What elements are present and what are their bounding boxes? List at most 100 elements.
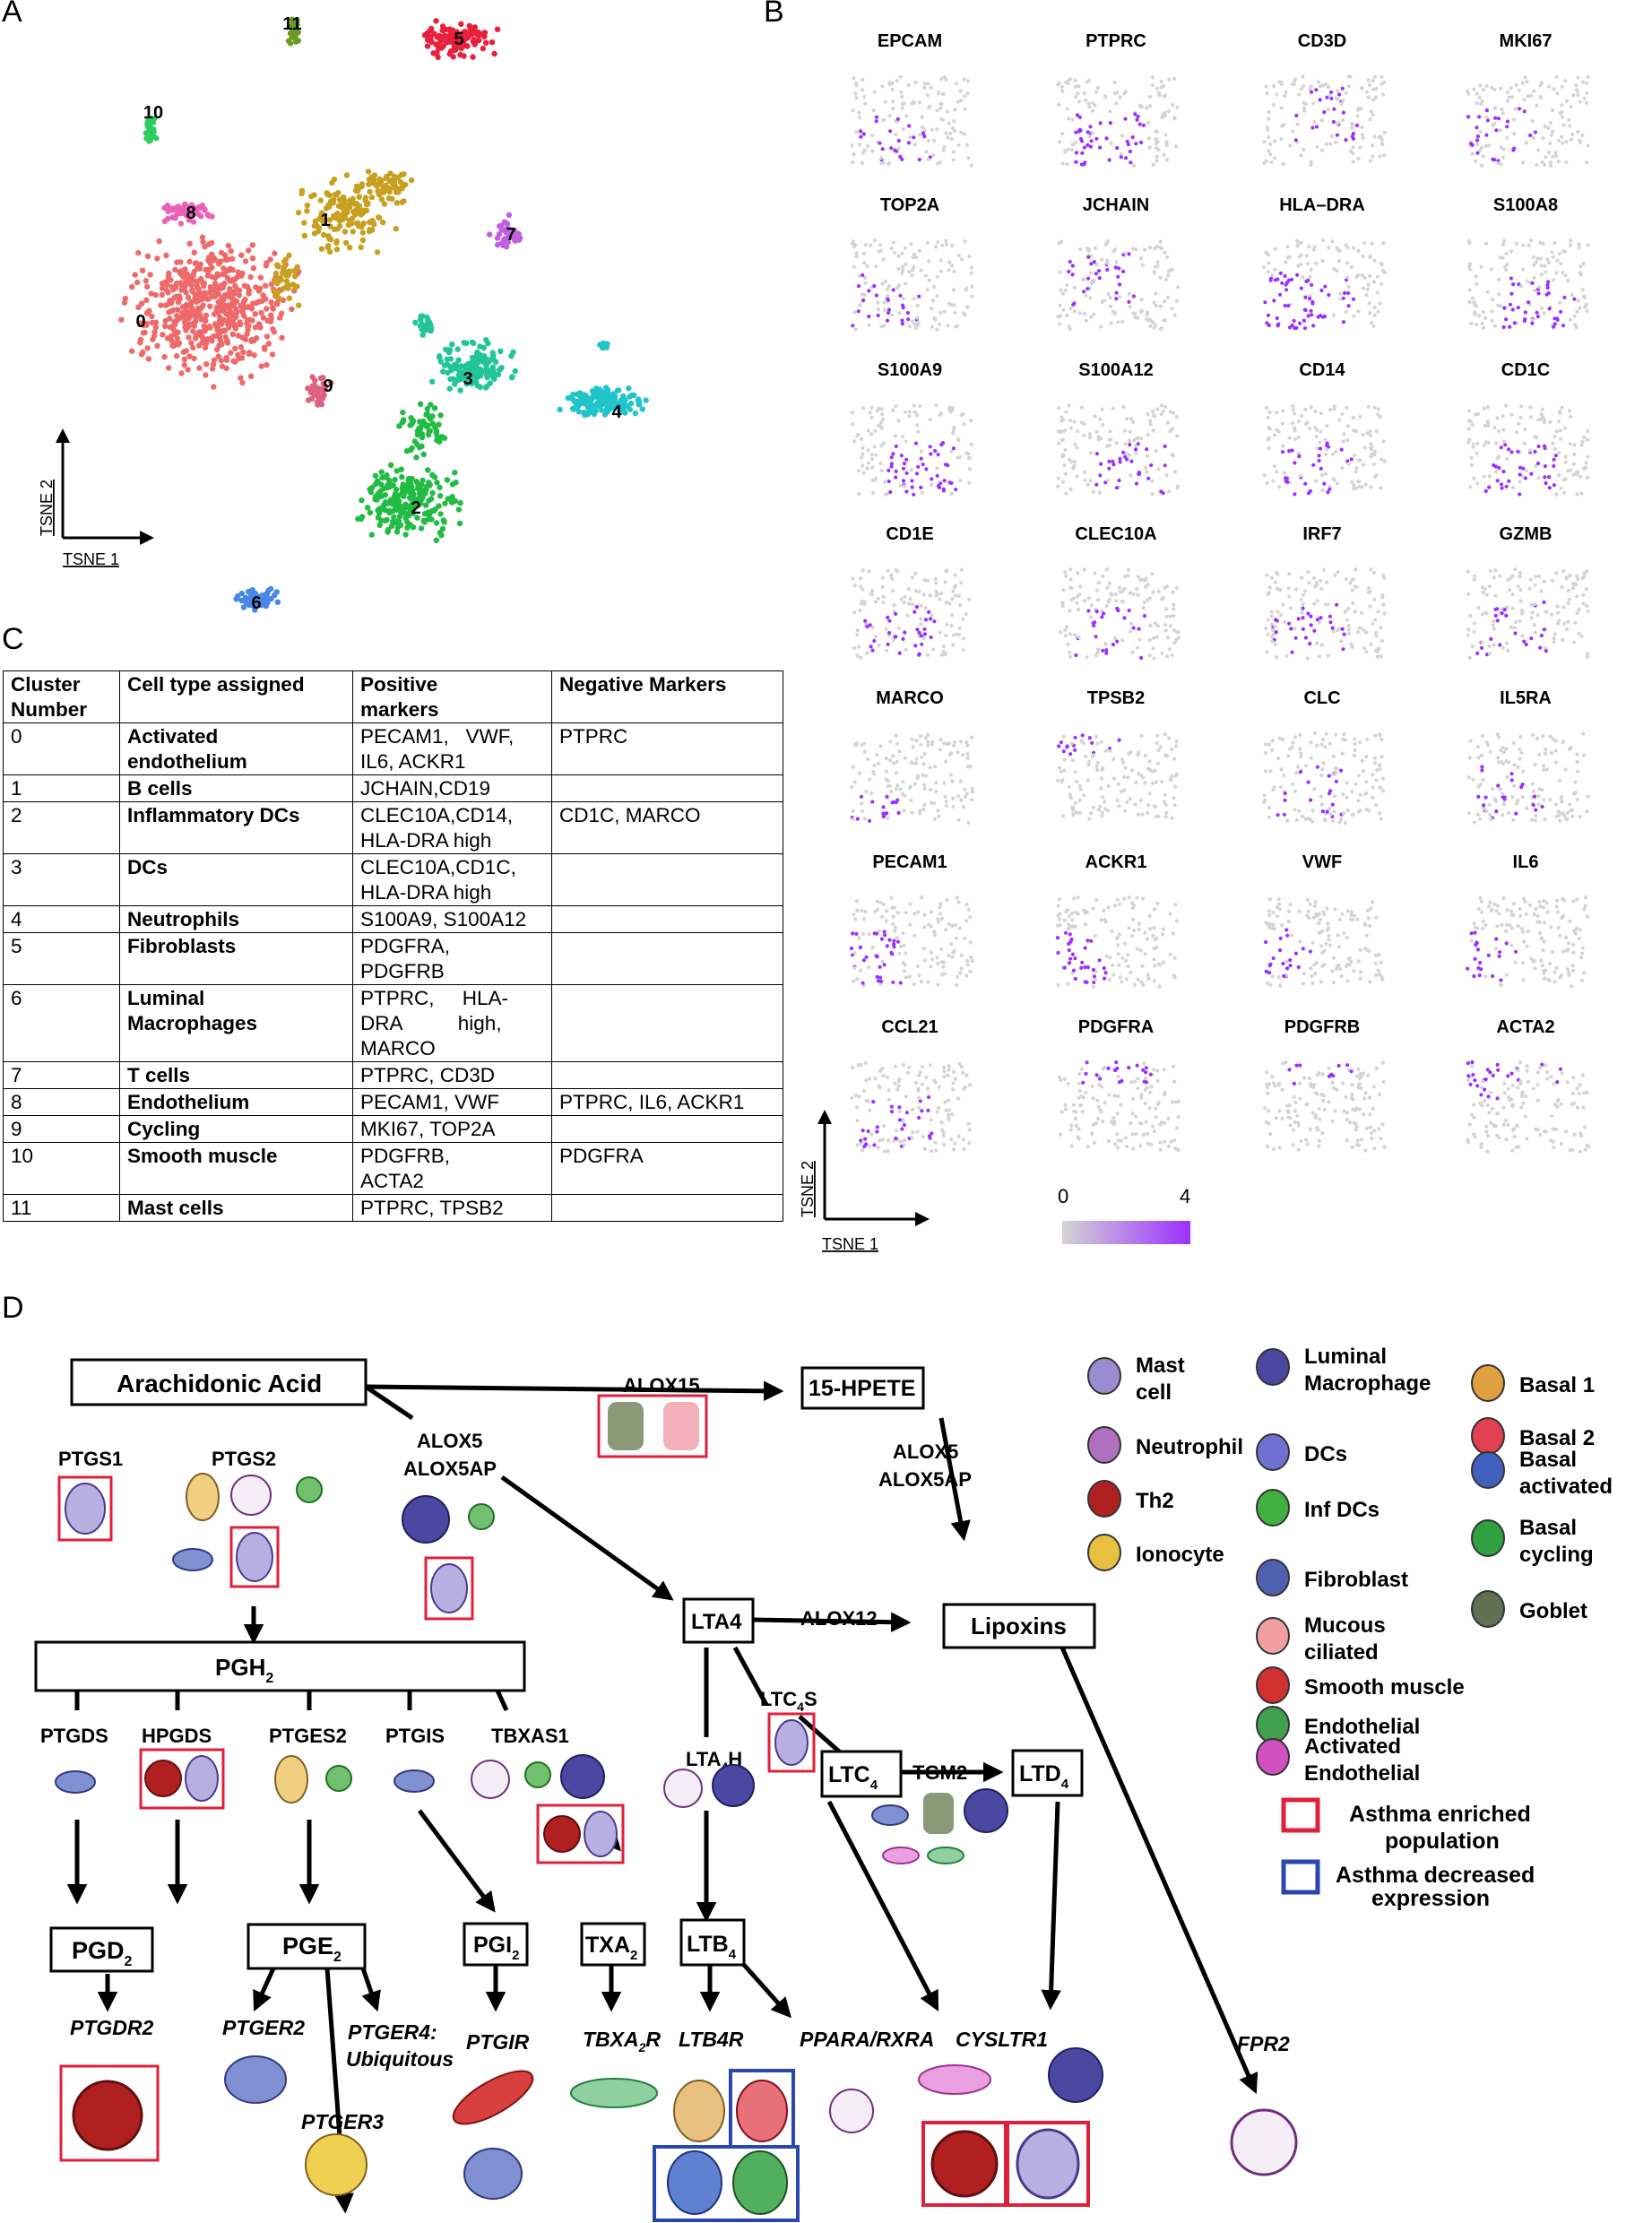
feature-point (1296, 419, 1301, 424)
feature-point (1560, 84, 1564, 89)
feature-point (1072, 463, 1077, 468)
feature-point (858, 303, 862, 307)
cluster-5-point (475, 38, 481, 44)
feature-point (1545, 767, 1550, 772)
feature-point (1123, 251, 1128, 255)
feature-point (1371, 98, 1376, 102)
feature-point (938, 106, 943, 110)
feature-point (1134, 142, 1138, 146)
feature-point (935, 108, 939, 113)
feature-point (1576, 769, 1580, 774)
feature-point (1111, 309, 1115, 314)
feature-point (1163, 404, 1167, 409)
feature-point (1145, 447, 1149, 452)
feature-point (1130, 650, 1135, 654)
feature-point (852, 152, 856, 157)
feature-point (1579, 491, 1584, 496)
cluster-5-point (457, 51, 463, 58)
feature-point (1066, 922, 1070, 927)
cluster-0-point (203, 312, 210, 318)
cluster-0-point (211, 257, 217, 264)
feature-point (930, 127, 934, 132)
cluster-0-point (228, 350, 234, 356)
cluster-0-point (177, 259, 184, 265)
feature-point (1495, 618, 1500, 623)
feature-point (869, 243, 873, 247)
feature-point (1499, 445, 1503, 450)
feature-point (1087, 432, 1093, 437)
feature-point (1296, 435, 1301, 439)
feature-point (1129, 160, 1133, 165)
feature-point (859, 794, 864, 800)
feature-point (1580, 439, 1585, 444)
feature-point (884, 756, 888, 761)
feature-gene-label: TOP2A (880, 195, 939, 215)
feature-point (1512, 146, 1517, 151)
feature-point (1321, 238, 1326, 243)
feature-point (1475, 125, 1479, 130)
cluster-0-point (270, 306, 276, 312)
feature-point (1378, 785, 1382, 790)
feature-point (1276, 610, 1280, 614)
feature-point (920, 115, 924, 119)
cluster-3-point (490, 356, 497, 363)
feature-point (1063, 448, 1068, 453)
cluster-0-point (150, 336, 156, 342)
feature-point (931, 800, 937, 806)
feature-point (1495, 479, 1500, 483)
feature-point (1064, 574, 1068, 578)
feature-point (865, 143, 870, 149)
feature-point (1155, 635, 1159, 639)
feature-point (1103, 642, 1108, 646)
feature-point (894, 469, 898, 474)
feature-point (854, 899, 859, 904)
feature-point (892, 603, 896, 608)
cluster-0-point (176, 293, 182, 299)
feature-point (897, 749, 902, 754)
feature-point (901, 636, 905, 642)
feature-point (887, 618, 892, 623)
cluster-9-point (312, 377, 318, 384)
feature-point (923, 606, 928, 610)
feature-point (1563, 426, 1568, 430)
feature-point (1127, 438, 1132, 443)
feature-point (927, 106, 931, 110)
feature-point (1319, 411, 1323, 416)
feature-point (1164, 473, 1169, 478)
feature-point (1299, 153, 1303, 158)
feature-point (1367, 809, 1371, 813)
feature-point (1472, 577, 1476, 582)
feature-point (1084, 293, 1088, 298)
feature-point (1074, 810, 1078, 815)
feature-point (1123, 809, 1128, 813)
cluster-2-point (391, 514, 397, 521)
feature-point (1135, 436, 1139, 441)
feature-point (1372, 313, 1377, 317)
feature-point (1108, 121, 1112, 125)
feature-point (911, 745, 915, 749)
cluster-0-point (217, 336, 223, 343)
feature-point (1137, 772, 1141, 776)
feature-point (861, 151, 865, 155)
feature-point (1480, 321, 1484, 325)
feature-point (1344, 138, 1348, 143)
cluster-5-point (445, 34, 452, 40)
feature-gene-label: CD3D (1298, 31, 1346, 51)
feature-point (912, 143, 917, 147)
feature-point (1095, 650, 1100, 654)
cluster-0-point (166, 309, 172, 316)
cluster-0-point (233, 310, 239, 316)
feature-point (861, 809, 865, 813)
cluster-5-point (458, 45, 464, 51)
cluster-5-point (483, 39, 489, 46)
feature-point (916, 910, 921, 914)
cluster-2-point (437, 412, 444, 419)
feature-point (1314, 125, 1319, 129)
feature-point (1142, 247, 1147, 252)
feature-point (1066, 147, 1070, 151)
feature-point (1580, 288, 1585, 292)
feature-point (1085, 655, 1089, 660)
feature-point (1575, 797, 1579, 802)
feature-point (872, 90, 877, 94)
feature-point (1533, 601, 1537, 607)
